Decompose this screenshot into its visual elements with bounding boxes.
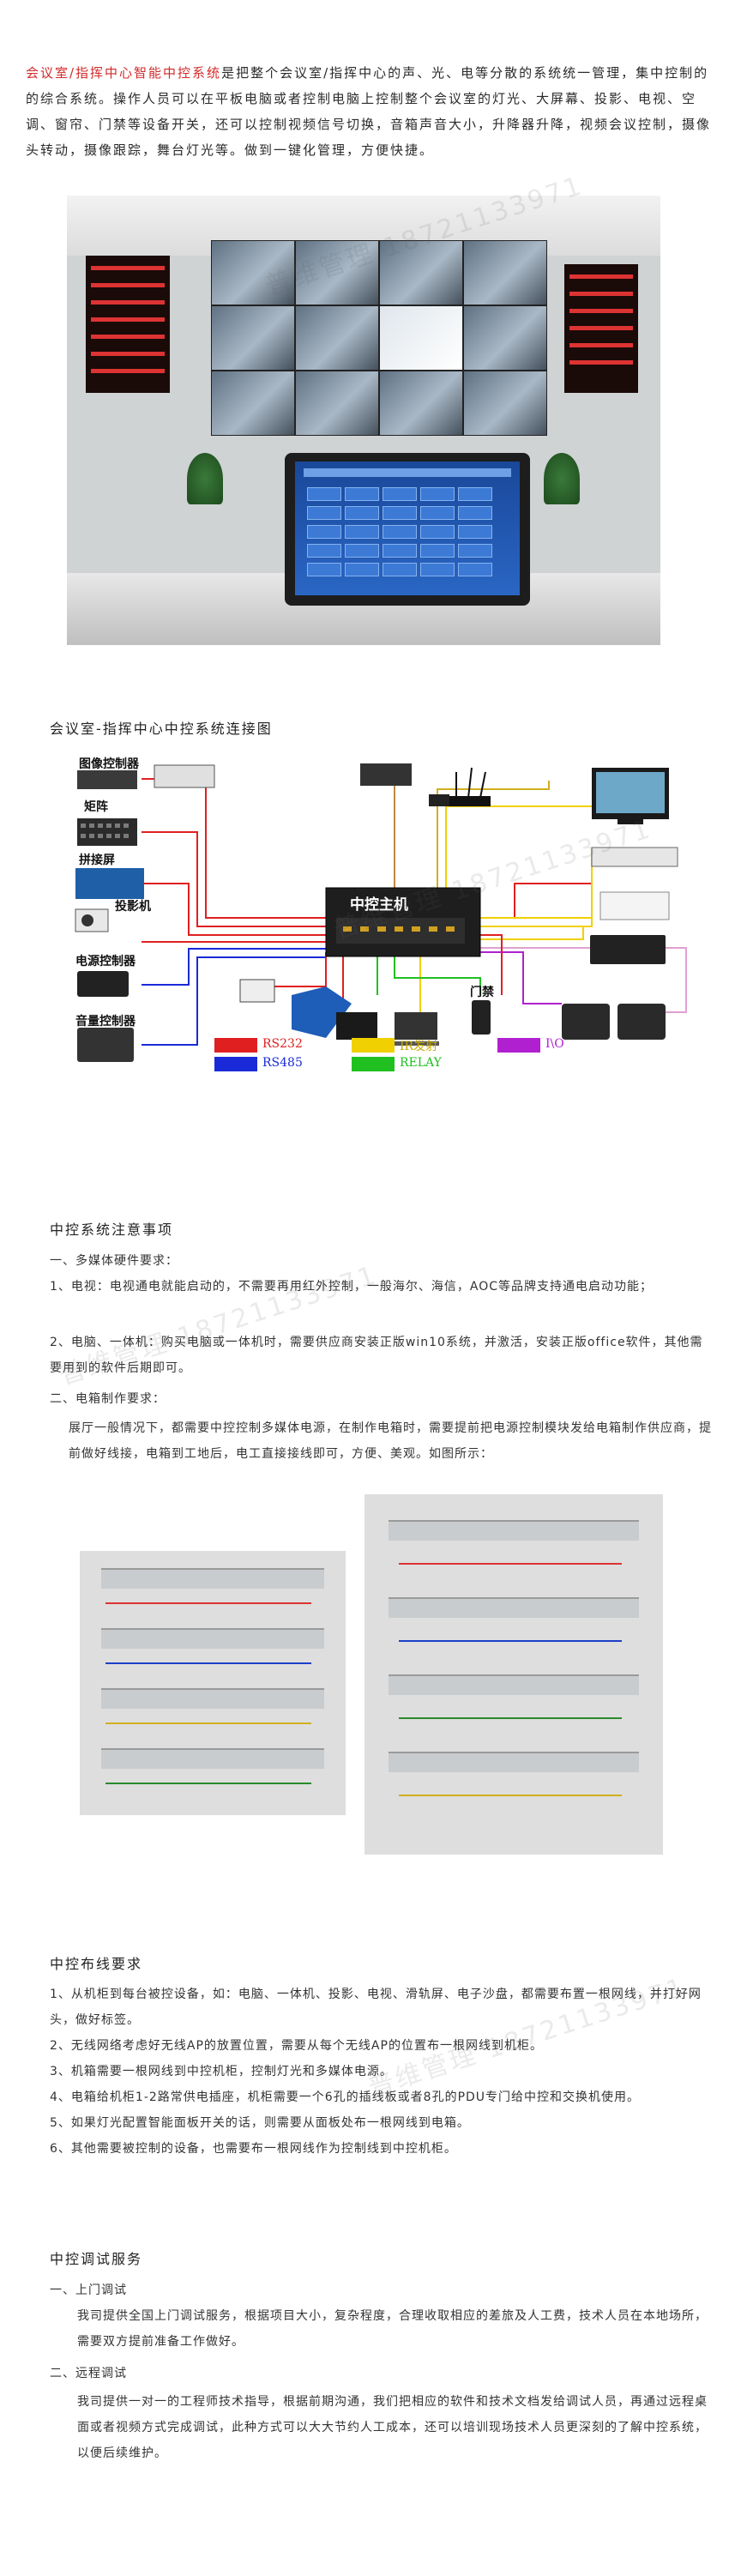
wiring-item-3: 3、机箱需要一根网线到中控机柜，控制灯光和多媒体电源。: [50, 2065, 393, 2078]
led-panel-left: [86, 256, 170, 393]
video-wall: [211, 240, 547, 436]
notes-title: 中控系统注意事项: [50, 1222, 174, 1238]
legend-label: RS485: [262, 1056, 303, 1070]
legend-swatch: [352, 1057, 395, 1071]
legend-label: RS232: [262, 1037, 303, 1051]
wiring-list: 1、从机柜到每台被控设备，如：电脑、一体机、投影、电视、滑轨屏、电子沙盘，都需要…: [50, 1982, 710, 2162]
intro-paragraph: 会议室/指挥中心智能中控系统是把整个会议室/指挥中心的声、光、电等分散的系统统一…: [26, 60, 712, 163]
legend-label: RELAY: [400, 1056, 442, 1070]
debug-paragraph-2: 我司提供一对一的工程师技术指导，根据前期沟通，我们把相应的软件和技术文档发给调试…: [77, 2395, 708, 2460]
label-image-controller: 图像控制器: [79, 757, 139, 771]
label-matrix: 矩阵: [84, 800, 108, 814]
connection-diagram: 图像控制器 矩阵 拼接屏 投影机 电源控制器 音量控制器 门禁 中控主机 RS2…: [69, 755, 695, 1124]
label-power-controller: 电源控制器: [75, 955, 136, 968]
label-splice-screen: 拼接屏: [79, 854, 115, 867]
legend-swatch: [352, 1038, 395, 1053]
wiring-title: 中控布线要求: [50, 1956, 143, 1972]
debug-subhead-1: 一、上门调试: [50, 2283, 127, 2297]
intro-body: 是把整个会议室/指挥中心的声、光、电等分散的系统统一管理，集中控制的的综合系统。…: [26, 65, 712, 158]
wiring-item-6: 6、其他需要被控制的设备，也需要布一根网线作为控制线到中控机柜。: [50, 2142, 457, 2156]
cabinet-photo-left: [80, 1551, 346, 1815]
legend-swatch: [497, 1038, 540, 1053]
wiring-item-2: 2、无线网络考虑好无线AP的放置位置，需要从每个无线AP的位置布一根网线到机柜。: [50, 2039, 543, 2053]
cabinet-photo-right: [364, 1494, 663, 1855]
debug-paragraph-1: 我司提供全国上门调试服务，根据项目大小，复杂程度，合理收取相应的差旅及人工费，技…: [77, 2309, 708, 2349]
label-door-lock: 门禁: [470, 986, 494, 999]
diagram-svg: [75, 763, 687, 1062]
debug-title: 中控调试服务: [50, 2251, 143, 2267]
wiring-item-5: 5、如果灯光配置智能面板开关的话，则需要从面板处布一根网线到电箱。: [50, 2116, 470, 2130]
notes-subhead-1: 一、多媒体硬件要求：: [50, 1254, 178, 1268]
notes-item-2: 2、电脑、一体机：购买电脑或一体机时，需要供应商安装正版win10系统，并激活，…: [50, 1336, 703, 1375]
legend-swatch: [214, 1038, 257, 1053]
wiring-item-1: 1、从机柜到每台被控设备，如：电脑、一体机、投影、电视、滑轨屏、电子沙盘，都需要…: [50, 1988, 702, 2027]
label-host: 中控主机: [350, 896, 408, 914]
wiring-item-4: 4、电箱给机柜1-2路常供电插座，机柜需要一个6孔的插线板或者8孔的PDU专门给…: [50, 2090, 641, 2104]
label-projector: 投影机: [115, 900, 151, 914]
notes-paragraph-2: 展厅一般情况下，都需要中控控制多媒体电源，在制作电箱时，需要提前把电源控制模块发…: [69, 1421, 712, 1461]
legend-swatch: [214, 1057, 257, 1071]
intro-highlight: 会议室/指挥中心智能中控系统: [26, 65, 222, 81]
control-room-photo: [67, 196, 660, 645]
diagram-title: 会议室-指挥中心中控系统连接图: [50, 721, 273, 737]
notes-subhead-2: 二、电箱制作要求：: [50, 1392, 166, 1406]
tablet-controller: [285, 453, 530, 606]
led-panel-right: [564, 264, 638, 393]
legend-label: I\O: [545, 1037, 564, 1051]
label-volume-controller: 音量控制器: [75, 1015, 136, 1029]
debug-subhead-2: 二、远程调试: [50, 2367, 127, 2380]
legend-label: IR发射: [400, 1040, 438, 1053]
notes-item-1: 1、电视：电视通电就能启动的，不需要再用红外控制，一般海尔、海信，AOC等品牌支…: [50, 1280, 654, 1294]
